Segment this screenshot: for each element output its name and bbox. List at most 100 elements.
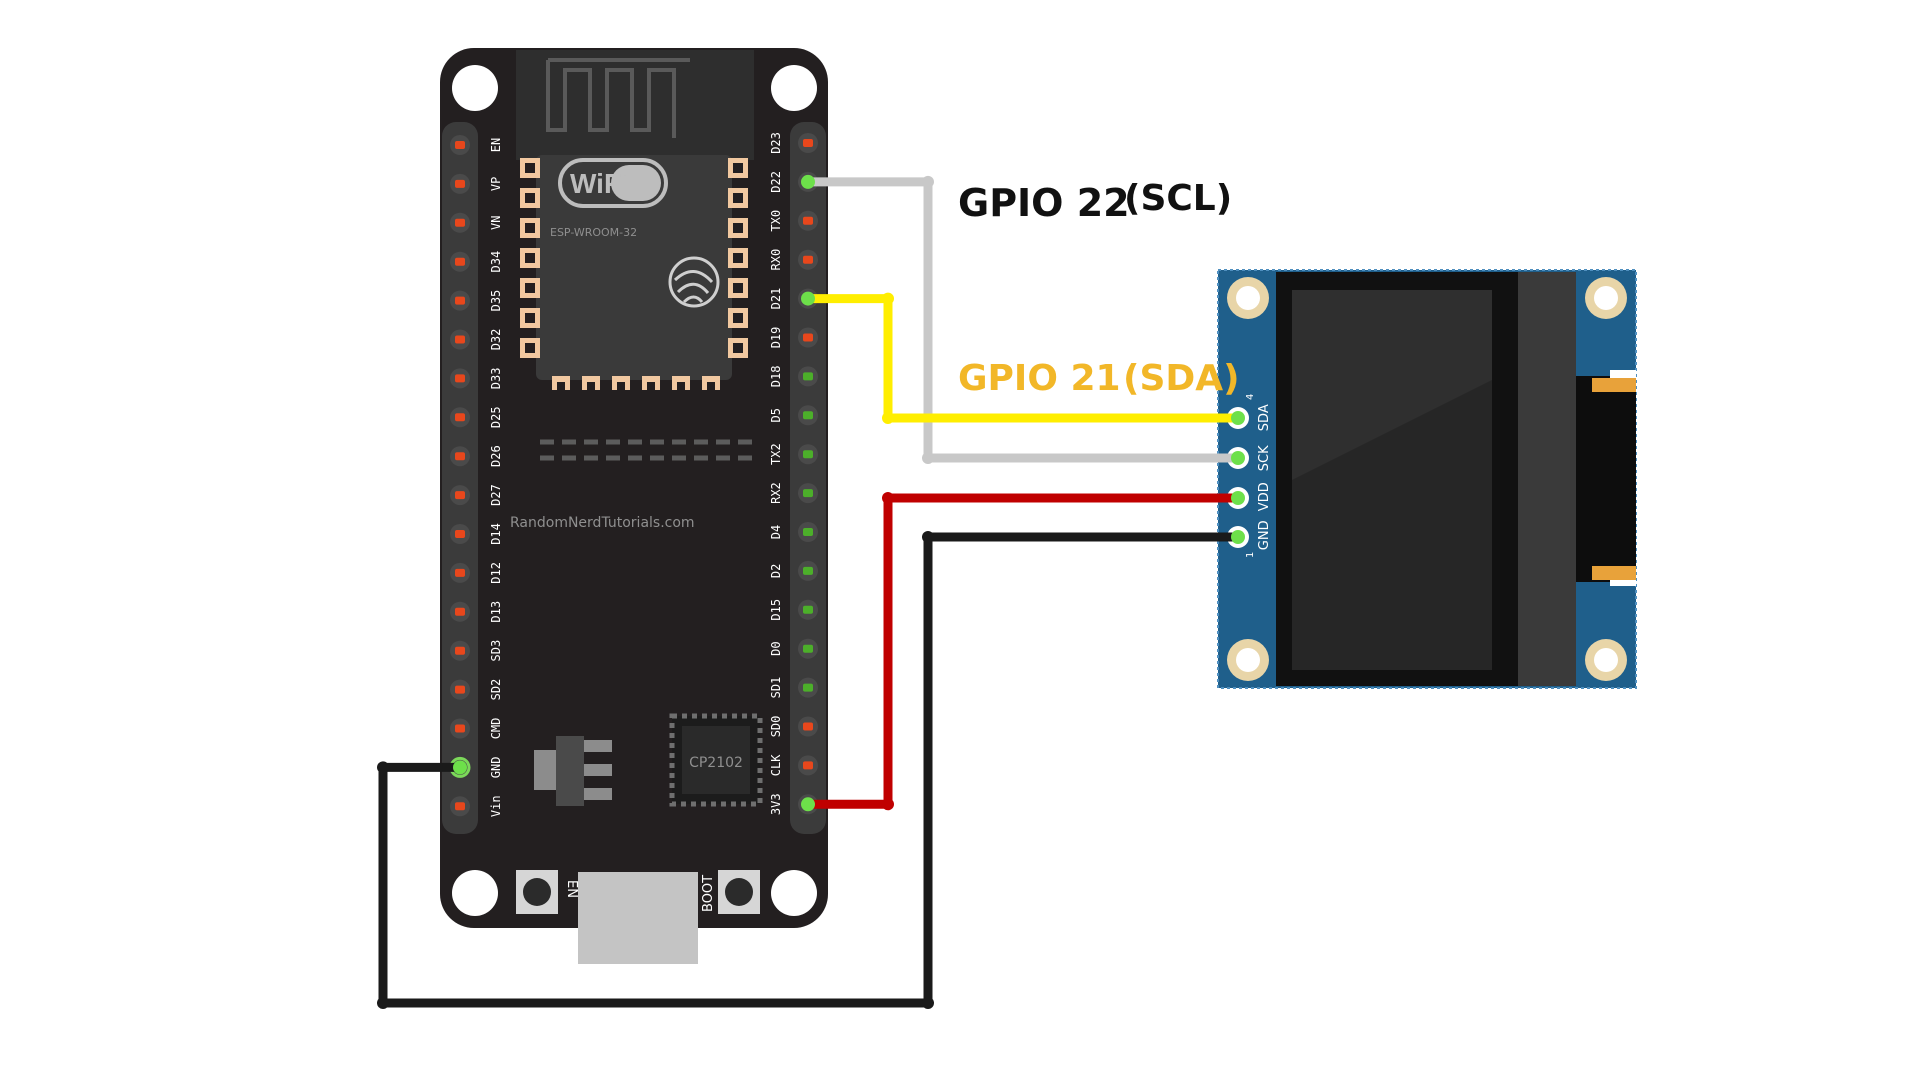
pin-d12[interactable] [455,568,465,577]
pin-d32[interactable] [455,335,465,344]
pin-label: TX2 [769,443,783,465]
antenna-area [516,50,754,160]
pin-d0[interactable] [803,644,813,653]
wire-scl [803,177,1243,463]
pin-vin[interactable] [455,802,465,811]
pin-tx0[interactable] [803,216,813,225]
pin-en[interactable] [455,141,465,149]
en-button[interactable] [516,870,558,914]
pin-label: D21 [769,288,783,310]
wire-gnd [378,532,1243,1008]
boot-button-label: BOOT [701,875,716,912]
scl-signal-label: (SCL) [1124,178,1232,219]
pin-label: D19 [769,327,783,349]
sda-signal-label: (SDA) [1123,358,1240,399]
pin-label: GND [489,757,503,779]
oled-pin-number-bottom: 1 [1245,552,1256,558]
pin-d19[interactable] [803,333,813,342]
mounting-hole [452,65,498,111]
pin-label: VP [489,177,503,191]
left-pin-header: ENVPVND34D35D32D33D25D26D27D14D12D13SD3S… [449,135,503,817]
sda-gpio-label: GPIO 21 [958,358,1121,399]
mounting-hole [452,870,498,916]
mounting-hole [771,870,817,916]
pin-label: D26 [489,445,503,467]
pin-label: RX2 [769,482,783,504]
pin-label: D12 [489,562,503,584]
pin-rx0[interactable] [803,255,813,264]
pin-label: SD2 [489,679,503,701]
pin-label: RX0 [769,249,783,271]
oled-pin-label: SDA [1257,404,1272,431]
pin-sd3[interactable] [455,646,465,655]
oled-pin-label: SCK [1257,445,1272,471]
pin-label: D4 [769,525,783,539]
oled-display-reflection [1292,380,1492,670]
pin-label: D25 [489,406,503,428]
module-label: ESP-WROOM-32 [550,226,637,239]
scl-gpio-label: GPIO 22 [958,181,1130,225]
pin-label: D14 [489,523,503,545]
pin-vp[interactable] [455,179,465,188]
board-watermark: RandomNerdTutorials.com [510,515,695,531]
wifi-logo: WiFi [558,158,668,208]
pin-d2[interactable] [803,566,813,575]
pin-clk[interactable] [803,761,813,770]
pin-d15[interactable] [803,605,813,614]
pin-label: VN [489,216,503,230]
pin-label: D0 [769,641,783,655]
oled-display-side [1518,272,1576,686]
antenna-trace-icon [546,58,690,138]
pin-label: D23 [769,132,783,154]
pin-label: SD0 [769,716,783,738]
pin-label: SD1 [769,677,783,699]
pin-label: D27 [489,484,503,506]
oled-pin-label: GND [1257,520,1272,550]
usb-chip-label: CP2102 [689,755,743,771]
pin-d26[interactable] [455,452,465,461]
pin-label: D34 [489,251,503,273]
pin-label: EN [489,138,503,152]
pin-rx2[interactable] [803,489,813,498]
pin-sd2[interactable] [455,685,465,694]
pin-sd0[interactable] [803,722,813,731]
pin-label: TX0 [769,210,783,232]
pin-label: D13 [489,601,503,623]
pin-d4[interactable] [803,528,813,536]
pcb-trace-dashes [540,439,760,461]
voltage-regulator [534,736,612,806]
pin-cmd[interactable] [455,724,465,733]
pin-d23[interactable] [803,139,813,147]
pin-label: D22 [769,171,783,193]
pin-d14[interactable] [455,530,465,538]
pin-vn[interactable] [455,218,465,227]
pin-label: Vin [489,795,503,817]
boot-button[interactable] [718,870,760,914]
pin-label: CLK [769,754,783,776]
espressif-logo-icon [668,256,720,308]
pin-d5[interactable] [803,411,813,420]
wire-sda [803,294,1243,423]
module-castellated-pads [520,158,748,390]
pin-d18[interactable] [803,372,813,381]
pin-label: D35 [489,290,503,312]
pin-sd1[interactable] [803,683,813,692]
pin-d25[interactable] [455,413,465,422]
esp32-board: WiFi ESP-WROOM-32 RandomNerdTutorials.co… [440,48,828,964]
esp-wroom-32-module: WiFi ESP-WROOM-32 [516,50,754,390]
pin-d35[interactable] [455,296,465,305]
pin-d34[interactable] [455,257,465,266]
oled-ribbon-cable [1576,376,1636,582]
pin-d33[interactable] [455,374,465,383]
oled-pin-label: VDD [1257,482,1272,511]
wires [377,174,1245,1009]
pin-d27[interactable] [455,491,465,500]
scl-annotation: GPIO 22 (SCL) [958,178,1232,225]
usb-connector [578,872,698,964]
pin-d13[interactable] [455,607,465,616]
pin-label: D2 [769,564,783,578]
mounting-hole [771,65,817,111]
pin-tx2[interactable] [803,450,813,459]
pin-label: D32 [489,329,503,351]
